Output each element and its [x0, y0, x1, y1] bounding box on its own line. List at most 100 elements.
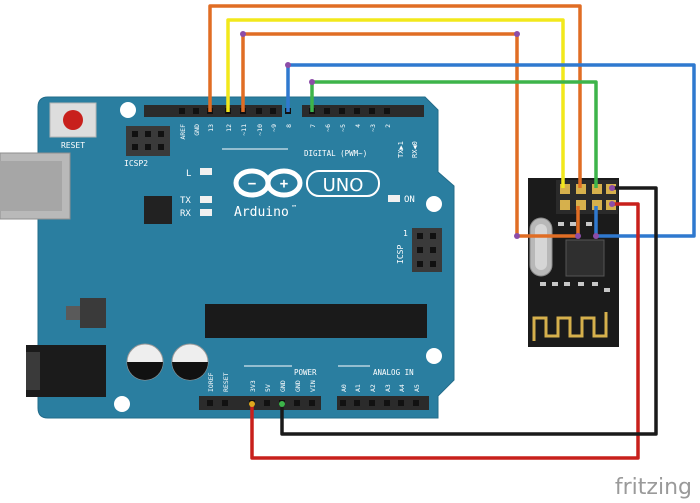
- pcb-antenna: [532, 312, 608, 341]
- logo-plus: +: [280, 176, 288, 192]
- power-header: [199, 396, 321, 410]
- icsp2-header: [126, 126, 170, 156]
- pin-hole: [354, 108, 360, 114]
- arduino-brand: Arduino: [234, 205, 289, 220]
- pin-label: AREF: [179, 124, 187, 140]
- analog-pin-labels: A0 A1 A2 A3 A4 A5: [340, 384, 421, 392]
- wire-orange-mosi: [241, 32, 580, 238]
- pin-label: ~5: [339, 124, 347, 132]
- smd-components: [540, 222, 610, 292]
- pin-label: 2: [384, 124, 392, 128]
- pin-label: GND: [193, 124, 201, 136]
- power-jack-tip: [26, 352, 40, 390]
- pin-hole: [354, 400, 360, 406]
- pin-label: ~9: [270, 124, 278, 132]
- pin-hole: [339, 108, 345, 114]
- pin-hole: [413, 400, 419, 406]
- led-rx-label: RX: [180, 209, 191, 219]
- led-on: [388, 195, 400, 202]
- pin-label: A0: [340, 384, 348, 392]
- wire-joints: [240, 31, 615, 407]
- capacitor: [171, 343, 209, 381]
- icsp2-pins: [132, 131, 164, 150]
- pin-label: 7: [309, 124, 317, 128]
- pin-hole: [340, 400, 346, 406]
- nrf24l01-module: [528, 178, 619, 347]
- pin-label: A1: [354, 384, 362, 392]
- led-l: [200, 168, 212, 175]
- pin-label: 5V: [264, 384, 272, 392]
- pin-hole: [294, 400, 300, 406]
- pin-label: A2: [369, 384, 377, 392]
- uno-badge: [306, 170, 380, 197]
- pin-hole: [179, 108, 185, 114]
- pin-label: 4: [354, 124, 362, 128]
- pin-hole: [324, 108, 330, 114]
- digital-label: DIGITAL (PWM~): [304, 149, 367, 158]
- digital-header-right: [302, 105, 424, 117]
- usb-connector-inner: [0, 161, 62, 211]
- pin-label: A5: [413, 384, 421, 392]
- rf-chip: [565, 239, 605, 277]
- usb-chip: [144, 196, 172, 224]
- analog-pin-holes: [340, 400, 419, 406]
- led-on-label: ON: [404, 195, 415, 205]
- capacitor: [126, 343, 164, 381]
- icsp-label: ICSP: [396, 245, 405, 264]
- pin-hole: [398, 400, 404, 406]
- icsp-header: [412, 228, 442, 272]
- tx-pin-label: TX▶1: [397, 141, 405, 158]
- pin-hole: [193, 108, 199, 114]
- pin-label: GND: [279, 380, 287, 392]
- rx-pin-label: RX◀0: [411, 141, 419, 158]
- led-tx-label: TX: [180, 196, 191, 206]
- voltage-regulator-tab: [66, 306, 80, 320]
- led-tx: [200, 196, 212, 203]
- pin-hole: [222, 400, 228, 406]
- power-label: POWER: [294, 368, 317, 377]
- analog-header: [337, 396, 429, 410]
- pin-label: IOREF: [207, 372, 215, 392]
- pin-hole: [309, 400, 315, 406]
- pin-label: 13: [207, 124, 215, 132]
- pin-label: VIN: [309, 380, 317, 392]
- uno-label: UNO: [323, 175, 364, 196]
- wire-black-gnd: [280, 186, 658, 436]
- reset-button-cap[interactable]: [63, 110, 83, 130]
- atmega-chip: [205, 304, 427, 338]
- pin-hole: [207, 400, 213, 406]
- mount-hole: [426, 348, 442, 364]
- mount-hole: [426, 196, 442, 212]
- arduino-infinity-logo: [233, 168, 303, 198]
- pin-hole: [256, 108, 262, 114]
- logo-minus: −: [248, 176, 256, 192]
- pin-label: 3V3: [249, 380, 257, 392]
- arduino-trademark: ™: [292, 204, 296, 212]
- arduino-uno-board: RESET ICSP2 L TX RX ON: [0, 96, 455, 419]
- icsp2-label: ICSP2: [124, 159, 148, 168]
- pin-label: RESET: [222, 372, 230, 392]
- crystal-inner: [535, 224, 547, 270]
- pin-label: ~11: [240, 124, 248, 136]
- icsp-pins: [417, 233, 436, 267]
- mount-hole: [120, 102, 136, 118]
- wire-green-ce: [310, 80, 598, 188]
- pin-label: 8: [285, 124, 293, 128]
- pin-label: ~6: [324, 124, 332, 132]
- fritzing-watermark: fritzing: [615, 475, 692, 500]
- pin-label: A4: [398, 384, 406, 392]
- pin-label: ~10: [256, 124, 264, 136]
- wire-orange-sck: [208, 4, 582, 188]
- pin-label: A3: [384, 384, 392, 392]
- wire-red-vcc: [250, 202, 640, 460]
- pin-label: 12: [225, 124, 233, 132]
- voltage-regulator: [80, 298, 106, 328]
- analog-label: ANALOG IN: [373, 368, 414, 377]
- wire-blue-csn: [286, 63, 696, 238]
- pin-hole: [384, 108, 390, 114]
- pin-hole: [369, 400, 375, 406]
- wires: [208, 4, 696, 460]
